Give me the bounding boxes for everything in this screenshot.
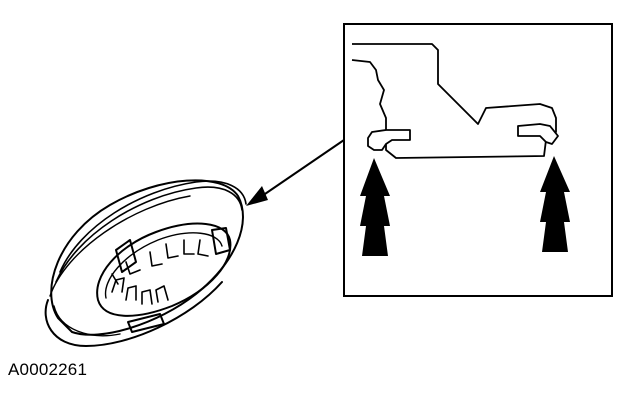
up-arrow-right bbox=[540, 156, 570, 252]
synchronizer-ring bbox=[44, 179, 247, 347]
ring-outer-lower-edge bbox=[44, 281, 223, 347]
retaining-tab-right bbox=[517, 123, 559, 145]
ring-inner-splines bbox=[111, 239, 209, 305]
ring-lug-left bbox=[115, 239, 137, 273]
figure-id-label: A0002261 bbox=[8, 360, 88, 379]
ring-groove-4 bbox=[53, 305, 121, 337]
up-arrow-left bbox=[360, 158, 390, 256]
ring-groove-3 bbox=[49, 195, 191, 297]
ring-groove-2 bbox=[55, 186, 243, 283]
leader-arrow bbox=[246, 139, 345, 206]
ring-lug-bottom bbox=[127, 313, 165, 333]
ring-inner-bore-lip bbox=[104, 232, 223, 299]
ring-lug-right bbox=[211, 227, 231, 255]
ring-inner-bore bbox=[96, 222, 232, 317]
detail-inset bbox=[343, 23, 613, 297]
ring-outer-rim bbox=[50, 179, 244, 336]
detail-frame bbox=[343, 23, 613, 297]
ring-groove-1 bbox=[59, 180, 247, 273]
retaining-tab-left bbox=[367, 129, 411, 151]
